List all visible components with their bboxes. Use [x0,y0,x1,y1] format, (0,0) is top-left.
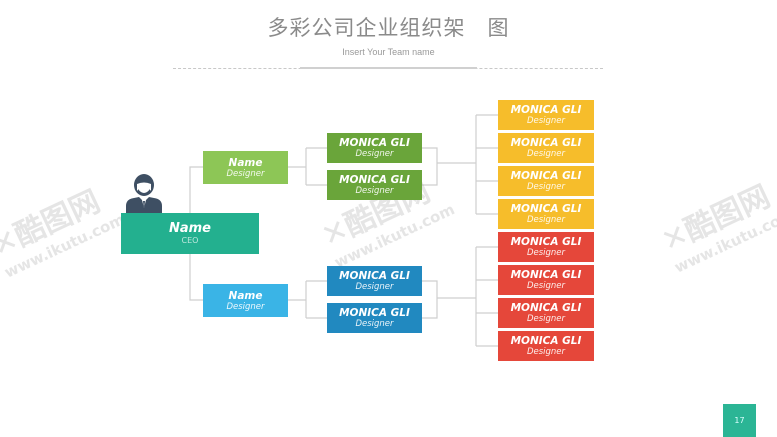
page-subtitle: Insert Your Team name [342,47,435,57]
divider-accent [300,67,477,69]
ceo-card[interactable]: Name CEO [121,213,259,254]
member-name: Name [228,289,263,302]
member-role: Designer [526,314,566,324]
ceo-name: Name [168,221,211,236]
member-name: MONICA GLI [510,170,582,182]
member-name: MONICA GLI [339,137,410,149]
page-number: 17 [723,404,756,437]
page-title: 多彩公司企业组织架 图 [267,16,510,40]
member-name: MONICA GLI [510,302,582,314]
member-name: Name [228,156,263,169]
member-role: Designer [226,168,265,179]
member-role: Designer [355,149,394,159]
member-role: Designer [526,149,566,159]
member-name: MONICA GLI [510,104,582,116]
member-role: Designer [526,347,566,357]
member-name: MONICA GLI [510,236,582,248]
member-role: Designer [526,248,566,258]
member-role: Designer [526,281,566,291]
member-role: Designer [526,182,566,192]
member-role: Designer [355,186,394,196]
member-name: MONICA GLI [510,335,582,347]
member-name: MONICA GLI [339,270,410,282]
member-role: Designer [355,282,394,292]
member-role: Designer [355,319,394,329]
member-name: MONICA GLI [339,174,410,186]
member-name: MONICA GLI [510,137,582,149]
member-name: MONICA GLI [510,269,582,281]
member-name: MONICA GLI [510,203,582,215]
member-name: MONICA GLI [339,307,410,319]
person-icon [126,174,162,214]
member-role: Designer [526,116,566,126]
member-role: Designer [526,215,566,225]
ceo-role: CEO [181,236,199,245]
member-role: Designer [226,301,265,312]
